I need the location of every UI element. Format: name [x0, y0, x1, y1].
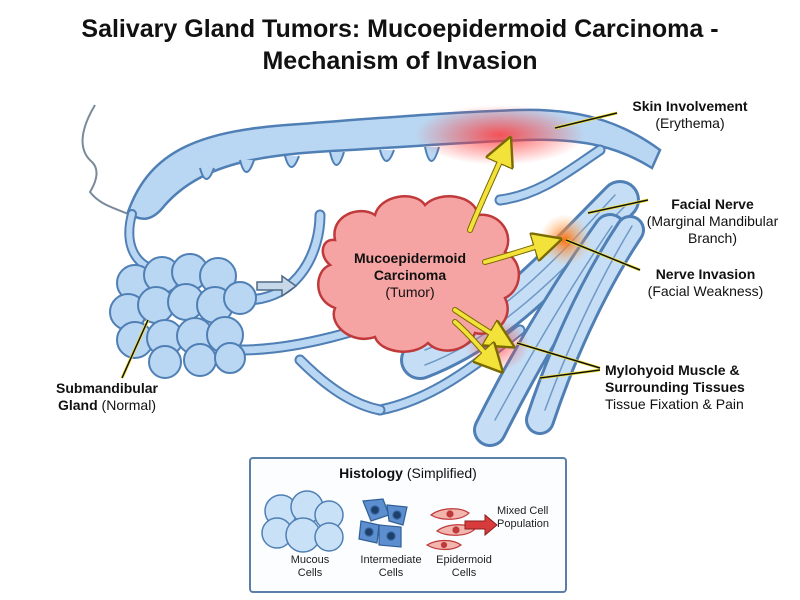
- label-nerve-invasion: Nerve Invasion (Facial Weakness): [633, 266, 778, 300]
- tumor-label-name-2: Carcinoma: [373, 267, 447, 283]
- histology-title: Histology (Simplified): [251, 465, 565, 481]
- invasion-arrows: [452, 150, 548, 362]
- submandibular-gland: [109, 253, 257, 379]
- caption-mixed-cell-population: Mixed Cell Population: [497, 505, 563, 531]
- muscle-label-detail: Tissue Fixation & Pain: [605, 396, 744, 412]
- tumor-label-name-1: Mucoepidermoid: [353, 250, 466, 266]
- histology-cells-art: [261, 490, 498, 553]
- label-submandibular-gland: Submandibular Gland (Normal): [32, 380, 182, 414]
- gland-label-detail: (Normal): [101, 397, 156, 413]
- caption-intermediate-cells: Intermediate Cells: [351, 554, 431, 580]
- label-skin-involvement: Skin Involvement (Erythema): [615, 98, 765, 132]
- caption-mucous-cells: Mucous Cells: [275, 554, 345, 580]
- skin-label-detail: (Erythema): [655, 115, 725, 131]
- intermediate-cells-icon: [358, 498, 408, 548]
- caption-mixed-line-2: Population: [497, 518, 549, 530]
- caption-mixed-line-1: Mixed Cell: [497, 505, 549, 517]
- label-mylohyoid-muscle: Mylohyoid Muscle & Surrounding Tissues T…: [605, 362, 795, 413]
- histology-subtitle: (Simplified): [406, 465, 477, 481]
- facial-nerve-label-name: Facial Nerve: [671, 196, 754, 212]
- caption-epidermoid-cells: Epidermoid Cells: [429, 554, 499, 580]
- histology-panel: Histology (Simplified) Mucous: [249, 457, 567, 593]
- mixed-cell-arrow: [464, 513, 498, 537]
- face-profile-outline: [81, 104, 129, 215]
- caption-mucous-line-1: Mucous: [290, 554, 330, 566]
- gland-to-tumor-arrow: [256, 274, 298, 298]
- gland-label-name-1: Submandibular: [56, 380, 158, 396]
- gland-label-name-2: Gland: [57, 397, 98, 413]
- diagram-title-line-1: Salivary Gland Tumors: Mucoepidermoid Ca…: [81, 15, 719, 43]
- nerve-invasion-glow: [539, 214, 591, 266]
- diagram-title-line-2: Mechanism of Invasion: [262, 47, 538, 75]
- muscle-label-name-2: Surrounding Tissues: [605, 379, 745, 395]
- caption-epidermoid-line-1: Epidermoid: [436, 554, 492, 566]
- nerve-invasion-label-name: Nerve Invasion: [655, 266, 756, 282]
- mucous-cells-icon: [261, 490, 344, 553]
- caption-mucous-line-2: Cells: [297, 567, 323, 579]
- label-tumor: Mucoepidermoid Carcinoma (Tumor): [330, 250, 490, 301]
- facial-nerve-label-detail-2: Branch): [687, 230, 738, 246]
- muscle-label-name-1: Mylohyoid Muscle &: [605, 362, 740, 378]
- nerve-invasion-label-detail: (Facial Weakness): [647, 283, 764, 299]
- label-facial-nerve: Facial Nerve (Marginal Mandibular Branch…: [630, 196, 795, 247]
- caption-intermediate-line-1: Intermediate: [360, 554, 422, 566]
- epidermoid-cells-icon: [425, 508, 476, 551]
- facial-nerve-label-detail-1: (Marginal Mandibular: [646, 213, 779, 229]
- skin-label-name: Skin Involvement: [632, 98, 748, 114]
- leader-lines: [120, 111, 649, 380]
- tumor-label-detail: (Tumor): [385, 284, 435, 300]
- caption-epidermoid-line-2: Cells: [451, 567, 477, 579]
- vessel-drips: [199, 146, 440, 180]
- histology-title-bold: Histology: [339, 465, 403, 481]
- caption-intermediate-line-2: Cells: [378, 567, 404, 579]
